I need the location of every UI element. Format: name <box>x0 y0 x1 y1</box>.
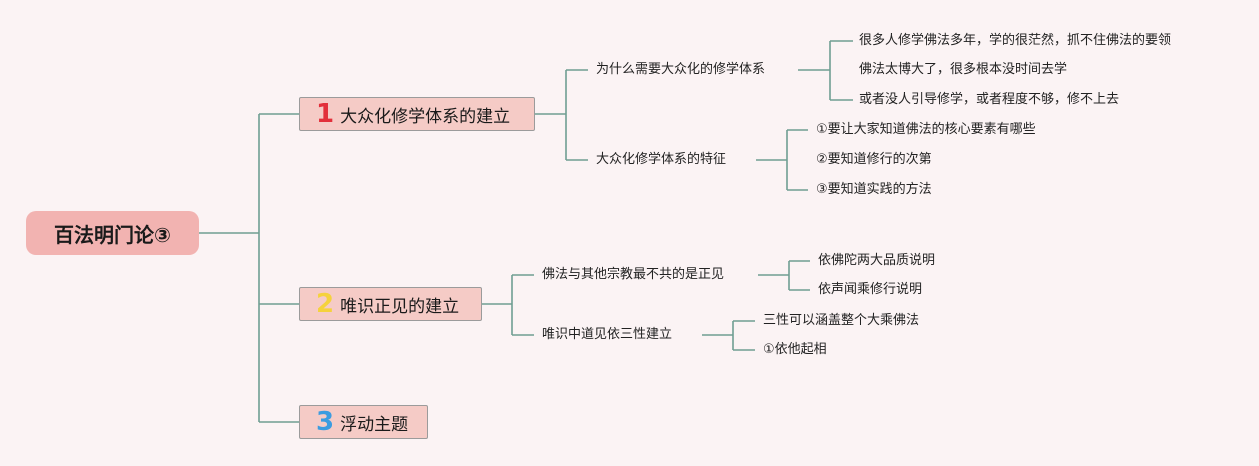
leaf-label: 佛法太博大了，很多根本没时间去学 <box>859 62 1068 77</box>
number-3-icon: 3 <box>316 407 335 437</box>
leaf-item[interactable]: ③要知道实践的方法 <box>816 180 932 200</box>
topic-2-label: 唯识正见的建立 <box>340 296 460 317</box>
leaf-item[interactable]: 依声闻乘修行说明 <box>818 280 923 300</box>
topic-1[interactable]: 1 大众化修学体系的建立 <box>299 97 535 131</box>
number-2-icon: 2 <box>316 289 335 319</box>
root-topic[interactable]: 百法明门论③ <box>26 211 199 255</box>
leaf-label: ③要知道实践的方法 <box>816 182 932 197</box>
leaf-label: 依佛陀两大品质说明 <box>818 253 936 268</box>
subtopic-three-natures[interactable]: 唯识中道见依三性建立 <box>542 325 673 345</box>
leaf-item[interactable]: ②要知道修行的次第 <box>816 150 932 170</box>
leaf-item[interactable]: ①要让大家知道佛法的核心要素有哪些 <box>816 120 1036 140</box>
leaf-item[interactable]: 三性可以涵盖整个大乘佛法 <box>763 311 920 331</box>
leaf-label: 或者没人引导修学，或者程度不够，修不上去 <box>859 92 1120 107</box>
leaf-item[interactable]: ①依他起相 <box>763 340 827 360</box>
leaf-item[interactable]: 依佛陀两大品质说明 <box>818 251 936 271</box>
topic-2[interactable]: 2 唯识正见的建立 <box>299 287 482 321</box>
subtopic-label: 唯识中道见依三性建立 <box>542 327 673 342</box>
leaf-label: 三性可以涵盖整个大乘佛法 <box>763 313 920 328</box>
topic-3[interactable]: 3 浮动主题 <box>299 405 428 439</box>
leaf-item[interactable]: 很多人修学佛法多年，学的很茫然，抓不住佛法的要领 <box>859 31 1172 51</box>
leaf-label: ②要知道修行的次第 <box>816 152 932 167</box>
leaf-label: 很多人修学佛法多年，学的很茫然，抓不住佛法的要领 <box>859 33 1172 48</box>
subtopic-why-system[interactable]: 为什么需要大众化的修学体系 <box>596 60 766 80</box>
subtopic-label: 佛法与其他宗教最不共的是正见 <box>542 267 725 282</box>
subtopic-system-features[interactable]: 大众化修学体系的特征 <box>596 150 727 170</box>
subtopic-right-view[interactable]: 佛法与其他宗教最不共的是正见 <box>542 265 725 285</box>
leaf-label: ①依他起相 <box>763 342 827 357</box>
topic-1-label: 大众化修学体系的建立 <box>340 106 511 127</box>
leaf-label: ①要让大家知道佛法的核心要素有哪些 <box>816 122 1036 137</box>
root-topic-label: 百法明门论③ <box>54 222 171 247</box>
subtopic-label: 大众化修学体系的特征 <box>596 152 727 167</box>
leaf-item[interactable]: 或者没人引导修学，或者程度不够，修不上去 <box>859 90 1120 110</box>
leaf-item[interactable]: 佛法太博大了，很多根本没时间去学 <box>859 60 1068 80</box>
number-1-icon: 1 <box>316 99 335 129</box>
subtopic-label: 为什么需要大众化的修学体系 <box>596 62 766 77</box>
topic-3-label: 浮动主题 <box>340 414 409 435</box>
leaf-label: 依声闻乘修行说明 <box>818 282 923 297</box>
